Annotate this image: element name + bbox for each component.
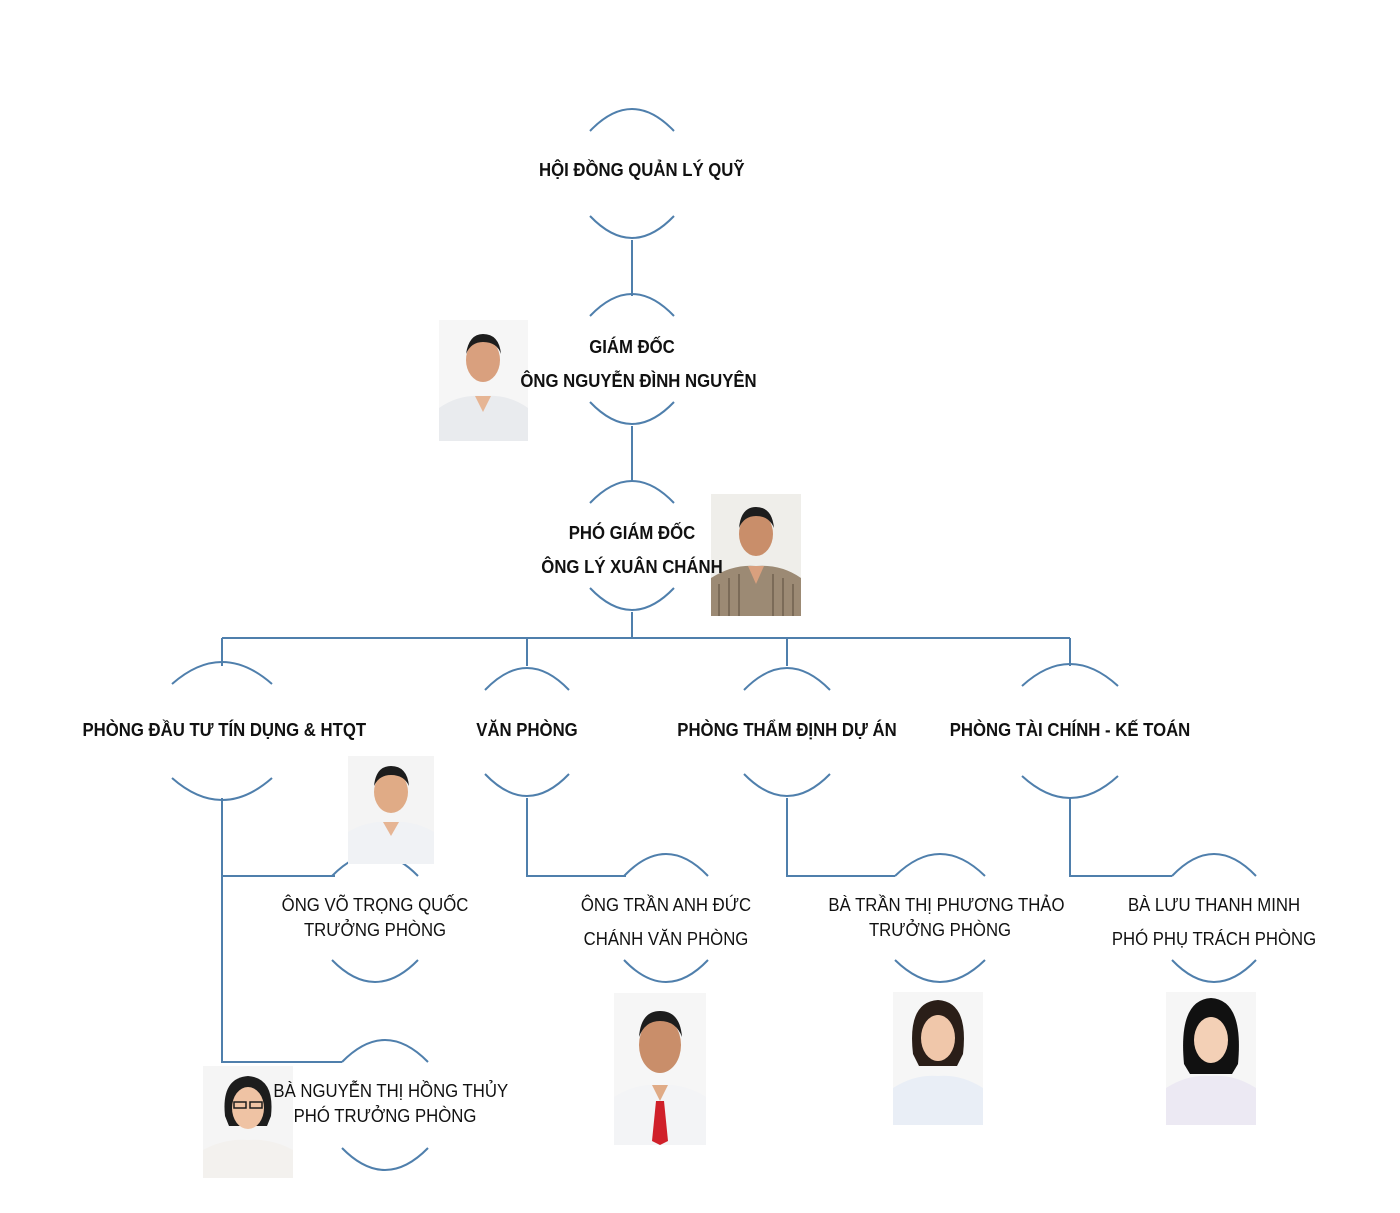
dept1-head-name: ÔNG VÕ TRỌNG QUỐC [281, 895, 469, 915]
vice-director-name: ÔNG LÝ XUÂN CHÁNH [541, 557, 723, 577]
dept1-deputy-node: BÀ NGUYỄN THỊ HỒNG THỦY PHÓ TRƯỞNG PHÒNG [273, 1079, 509, 1129]
dept3-head-name: BÀ TRẦN THỊ PHƯƠNG THẢO [828, 895, 1065, 915]
arc-dept3-head [894, 853, 986, 983]
dept2-head-node: ÔNG TRẦN ANH ĐỨC CHÁNH VĂN PHÒNG [573, 888, 759, 956]
director-node: GIÁM ĐỐC ÔNG NGUYỄN ĐÌNH NGUYÊN [520, 330, 757, 398]
arc-dept2-head [623, 853, 709, 983]
dept1-head-role: TRƯỞNG PHÒNG [303, 920, 447, 940]
arc-dept4 [1021, 663, 1119, 799]
dept4-head-portrait [1166, 992, 1256, 1125]
dept3-head-portrait [893, 992, 983, 1125]
dept1-name: PHÒNG ĐẦU TƯ TÍN DỤNG & HTQT [82, 720, 367, 740]
director-name: ÔNG NGUYỄN ĐÌNH NGUYÊN [520, 371, 757, 391]
vice-director-portrait [711, 494, 801, 616]
dept3-name: PHÒNG THẨM ĐỊNH DỰ ÁN [677, 720, 897, 740]
dept3-head-role: TRƯỞNG PHÒNG [868, 920, 1012, 940]
arc-dept3 [743, 667, 831, 797]
arc-director [589, 293, 675, 425]
arc-dept1 [171, 661, 273, 801]
connector-dept4-head [1069, 798, 1172, 877]
dept4-head-role: PHÓ PHỤ TRÁCH PHÒNG [1111, 929, 1317, 949]
dept2-head-name: ÔNG TRẦN ANH ĐỨC [580, 895, 752, 915]
connector-dept2-head [526, 798, 626, 877]
dept4-name: PHÒNG TÀI CHÍNH - KẾ TOÁN [949, 720, 1191, 740]
arc-vice-director [589, 480, 675, 611]
dept2-head-portrait [614, 993, 706, 1145]
dept2-name: VĂN PHÒNG [476, 720, 578, 740]
director-title: GIÁM ĐỐC [589, 337, 675, 357]
connector-dept1-deputy [221, 876, 342, 1063]
board-node: HỘI ĐỒNG QUẢN LÝ QUỸ [539, 160, 745, 181]
dept1-deputy-name: BÀ NGUYỄN THỊ HỒNG THỦY [273, 1081, 509, 1101]
dept4-head-node: BÀ LƯU THANH MINH PHÓ PHỤ TRÁCH PHÒNG [1112, 888, 1317, 956]
dept1-deputy-portrait [203, 1066, 293, 1178]
arc-dept1-deputy [341, 1039, 429, 1171]
dept4-head-name: BÀ LƯU THANH MINH [1127, 895, 1301, 915]
vice-director-node: PHÓ GIÁM ĐỐC ÔNG LÝ XUÂN CHÁNH [539, 516, 725, 584]
dept3-node: PHÒNG THẨM ĐỊNH DỰ ÁN [675, 720, 898, 741]
director-portrait [439, 320, 528, 441]
dept4-node: PHÒNG TÀI CHÍNH - KẾ TOÁN [949, 720, 1191, 741]
connector-dept1-head [221, 798, 335, 877]
dept3-head-node: BÀ TRẦN THỊ PHƯƠNG THẢO TRƯỞNG PHÒNG [828, 893, 1065, 943]
vice-director-title: PHÓ GIÁM ĐỐC [568, 523, 696, 543]
dept2-node: VĂN PHÒNG [462, 720, 592, 741]
dept1-head-portrait [348, 756, 434, 864]
dept1-node: PHÒNG ĐẦU TƯ TÍN DỤNG & HTQT [82, 720, 367, 741]
arc-dept2 [484, 667, 570, 797]
connector-dept3-head [786, 798, 895, 877]
board-title: HỘI ĐỒNG QUẢN LÝ QUỸ [539, 160, 745, 180]
dept2-head-role: CHÁNH VĂN PHÒNG [583, 929, 749, 949]
dept1-head-node: ÔNG VÕ TRỌNG QUỐC TRƯỞNG PHÒNG [273, 893, 478, 943]
arc-dept4-head [1171, 853, 1257, 983]
dept1-deputy-role: PHÓ TRƯỞNG PHÒNG [293, 1106, 477, 1126]
arc-board [589, 108, 675, 239]
